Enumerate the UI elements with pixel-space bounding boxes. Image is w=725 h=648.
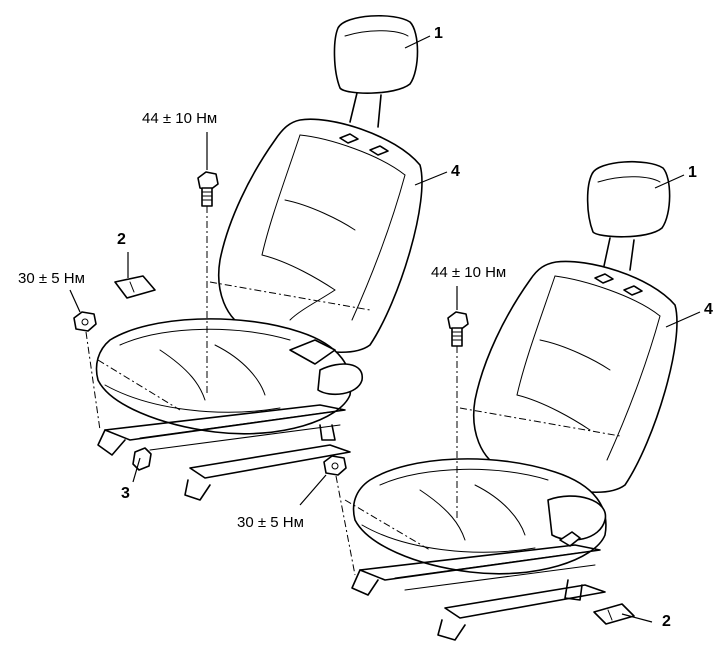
right-headrest (586, 160, 671, 271)
seat-callout-left: 4 (451, 163, 460, 180)
right-backrest (473, 260, 678, 494)
left-connector (132, 447, 152, 471)
headrest-callout-left: 1 (434, 25, 443, 42)
connector-callout: 3 (121, 485, 130, 502)
left-stopper (114, 275, 156, 299)
left-backrest (218, 118, 423, 354)
stopper-callout-right: 2 (662, 613, 671, 630)
left-rails (97, 404, 351, 501)
left-cushion (95, 318, 363, 435)
left-bolt (197, 171, 219, 395)
right-stopper (593, 603, 635, 625)
torque-nut-label-right: 30 ± 5 Нм (237, 514, 304, 531)
left-seat (73, 14, 423, 501)
right-nut (323, 455, 356, 576)
torque-bolt-label-right: 44 ± 10 Нм (431, 264, 507, 281)
right-cushion (352, 458, 607, 575)
right-rails (351, 544, 606, 641)
headrest-callout-right: 1 (688, 164, 697, 181)
stopper-callout-left: 2 (117, 231, 126, 248)
right-seat (323, 160, 678, 641)
leader-lines (69, 35, 701, 623)
right-bolt (447, 311, 469, 520)
seat-callout-right: 4 (704, 301, 713, 318)
torque-bolt-label-left: 44 ± 10 Нм (142, 110, 218, 127)
left-nut (73, 311, 101, 431)
left-headrest (333, 14, 419, 128)
torque-nut-label-left: 30 ± 5 Нм (18, 270, 85, 287)
